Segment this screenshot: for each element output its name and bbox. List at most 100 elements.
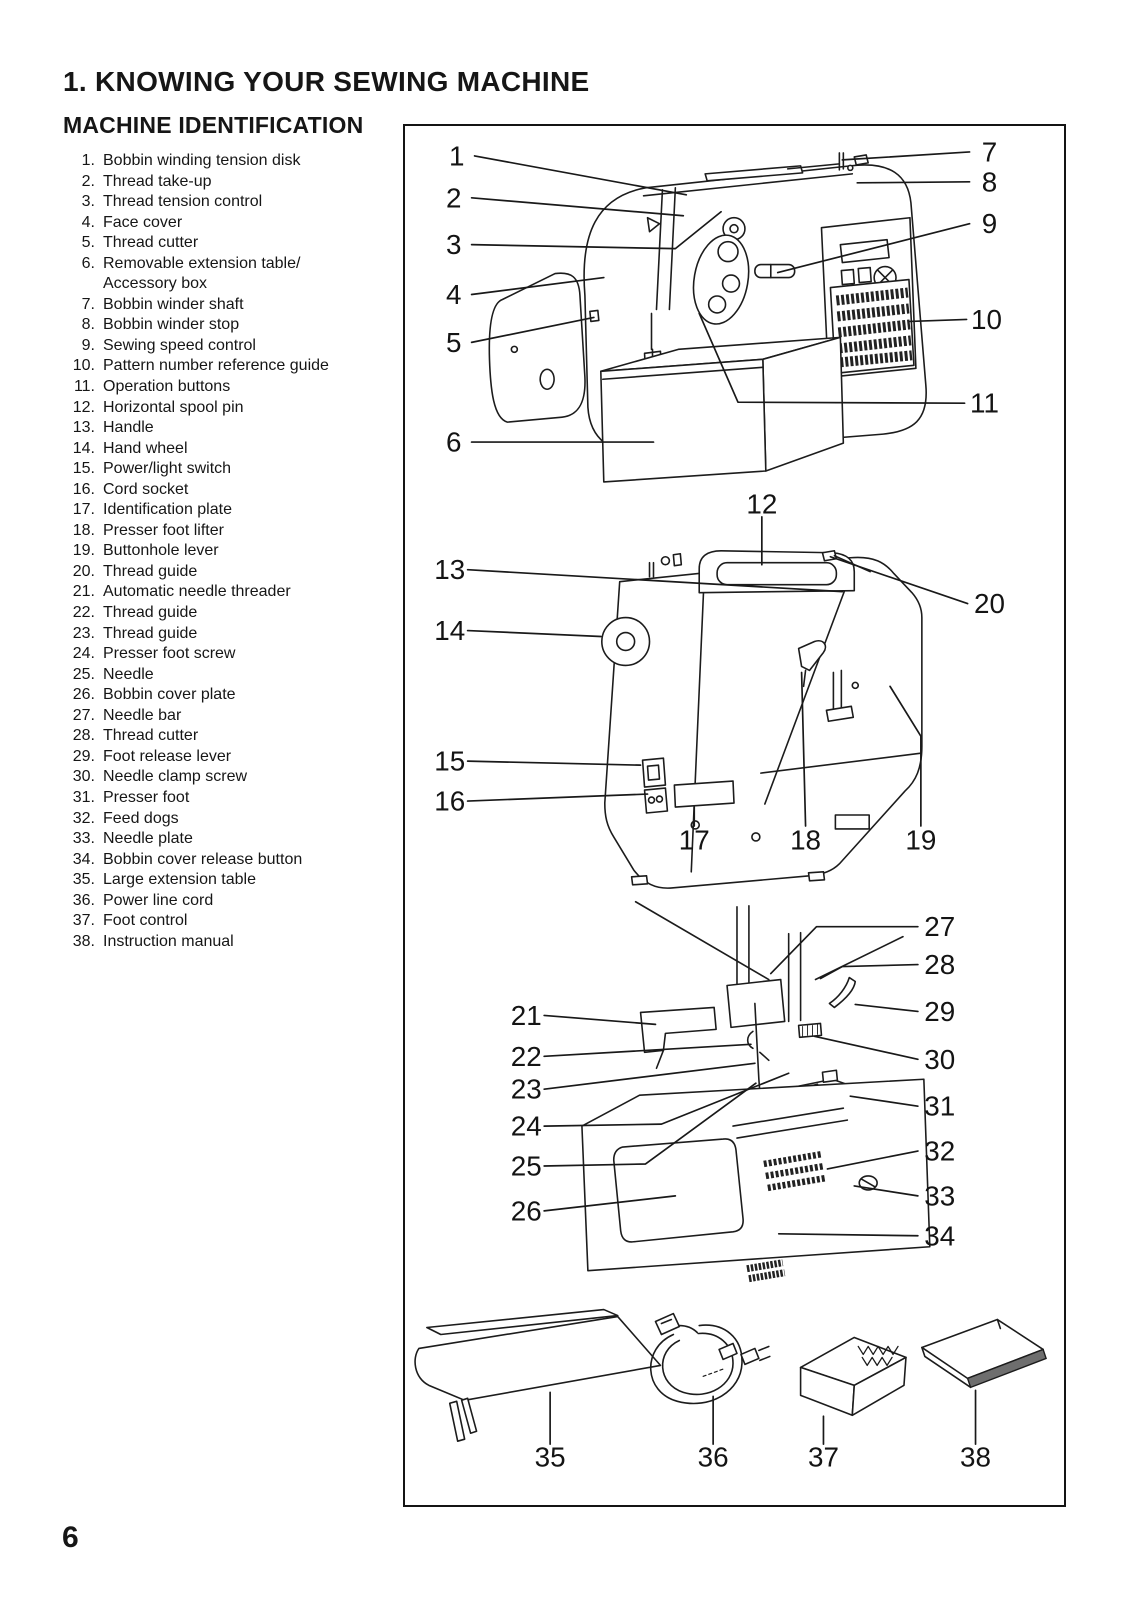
list-item-wrap: Accessory box: [60, 274, 405, 295]
list-item: 38.Instruction manual: [60, 932, 405, 953]
list-item-label: Removable extension table/: [103, 254, 301, 272]
list-item: 21. Automatic needle threader: [60, 582, 405, 603]
callout-5: 5: [446, 327, 461, 358]
callout-6: 6: [446, 427, 461, 458]
callout-28: 28: [924, 949, 955, 980]
list-item: 28.Thread cutter: [60, 726, 405, 747]
list-item: 33.Needle plate: [60, 829, 405, 850]
callout-17: 17: [679, 824, 710, 855]
callout-38: 38: [960, 1442, 991, 1473]
list-item-label: Needle: [103, 665, 154, 683]
callout-20: 20: [974, 588, 1005, 619]
list-item-label: Automatic needle threader: [103, 583, 291, 601]
callout-1: 1: [449, 140, 464, 171]
list-item-number: 19.: [72, 542, 95, 560]
list-item: 7. Bobbin winder shaft: [60, 295, 405, 316]
list-item: 2.Thread take-up: [60, 172, 405, 193]
callout-34: 34: [924, 1220, 955, 1251]
callout-33: 33: [924, 1180, 955, 1211]
callout-labels: 1 2 3 4 5 6 7 8 9 10 11 12 13 14 15 16 1…: [434, 136, 1005, 1472]
callout-13: 13: [434, 554, 465, 585]
callout-29: 29: [924, 996, 955, 1027]
list-item-label: Bobbin winding tension disk: [103, 152, 301, 169]
list-item-number: 29.: [72, 747, 95, 765]
machine-diagram: 1 2 3 4 5 6 7 8 9 10 11 12 13 14 15 16 1…: [414, 136, 1047, 1473]
diagram-box: 1 2 3 4 5 6 7 8 9 10 11 12 13 14 15 16 1…: [403, 124, 1066, 1507]
list-item-label: Buttonhole lever: [103, 542, 219, 560]
list-item-label: Cord socket: [103, 480, 189, 498]
list-item-number: 20.: [72, 562, 95, 580]
list-item: 9.Sewing speed control: [60, 336, 405, 357]
list-item: 20. Thread guide: [60, 562, 405, 583]
list-item-number: 21.: [72, 583, 95, 601]
list-item-number: 11.: [73, 378, 95, 396]
callout-24: 24: [511, 1111, 542, 1142]
list-item-label: Presser foot screw: [103, 645, 236, 663]
list-item-number: 26.: [72, 686, 95, 704]
list-item: 13.Handle: [60, 418, 405, 439]
accessories-figure: [414, 1308, 1047, 1446]
list-item: 3.Thread tension control: [60, 192, 405, 213]
list-item: 14. Hand wheel: [60, 439, 405, 460]
callout-35: 35: [535, 1442, 566, 1473]
callout-37: 37: [808, 1442, 839, 1473]
callout-3: 3: [446, 229, 461, 260]
list-item: 15. Power/light switch: [60, 459, 405, 480]
list-item-label: Hand wheel: [103, 439, 188, 457]
list-item-number: 31.: [72, 788, 95, 806]
callout-31: 31: [924, 1091, 955, 1122]
list-item: 18.Presser foot lifter: [60, 521, 405, 542]
list-item-number: 15.: [72, 460, 95, 478]
list-item: 12.Horizontal spool pin: [60, 398, 405, 419]
list-item: 30.Needle clamp screw: [60, 767, 405, 788]
list-item-number: 34.: [72, 850, 95, 868]
callout-4: 4: [446, 279, 461, 310]
list-item: 5.Thread cutter: [60, 233, 405, 254]
list-item-label: Horizontal spool pin: [103, 398, 244, 416]
list-item-number: 25.: [72, 665, 95, 683]
list-item: 4. Face cover: [60, 213, 405, 234]
callout-36: 36: [698, 1442, 729, 1473]
section-title: MACHINE IDENTIFICATION: [63, 112, 364, 138]
front-view-figure: [470, 151, 971, 483]
list-item-number: 5.: [81, 234, 95, 252]
list-item-label: Presser foot lifter: [103, 521, 224, 539]
list-item-label: Bobbin cover plate: [103, 686, 236, 704]
list-item-label: Thread tension control: [103, 193, 263, 211]
callout-14: 14: [434, 615, 465, 646]
list-item-label: Operation buttons: [103, 378, 231, 396]
list-item-label: Power line cord: [103, 891, 214, 909]
callout-7: 7: [982, 136, 997, 167]
list-item: 29.Foot release lever: [60, 747, 405, 768]
list-item-number: 4.: [81, 213, 95, 231]
list-item-label: Face cover: [103, 213, 183, 231]
list-item-number: 16.: [72, 480, 95, 498]
list-item-number: 7.: [81, 295, 95, 313]
list-item: 19. Buttonhole lever: [60, 541, 405, 562]
list-item-label: Thread take-up: [103, 172, 212, 190]
list-item-label: Sewing speed control: [103, 336, 256, 354]
list-item-number: 6.: [81, 254, 95, 272]
list-item-number: 17.: [72, 501, 95, 519]
list-item-label: Thread guide: [103, 562, 198, 580]
list-item-label: Handle: [103, 419, 154, 437]
list-item-label: Needle clamp screw: [103, 768, 248, 786]
list-item-label: Pattern number reference guide: [103, 357, 329, 375]
list-item-number: 14.: [72, 439, 95, 457]
callout-23: 23: [511, 1074, 542, 1105]
list-item-label: Power/light switch: [103, 460, 232, 478]
callout-11: 11: [970, 388, 999, 419]
list-item-label: Bobbin winder shaft: [103, 295, 244, 313]
list-item-label: Thread cutter: [103, 727, 199, 745]
list-item-number: 33.: [72, 830, 95, 848]
list-item-number: 27.: [72, 706, 95, 724]
list-item-label: Bobbin cover release button: [103, 850, 303, 868]
list-item: 26. Bobbin cover plate: [60, 685, 405, 706]
callout-16: 16: [434, 786, 465, 817]
list-item: 22.Thread guide: [60, 603, 405, 624]
list-item-label: Large extension table: [103, 871, 256, 889]
callout-8: 8: [982, 166, 997, 197]
list-item-label: Presser foot: [103, 788, 190, 806]
